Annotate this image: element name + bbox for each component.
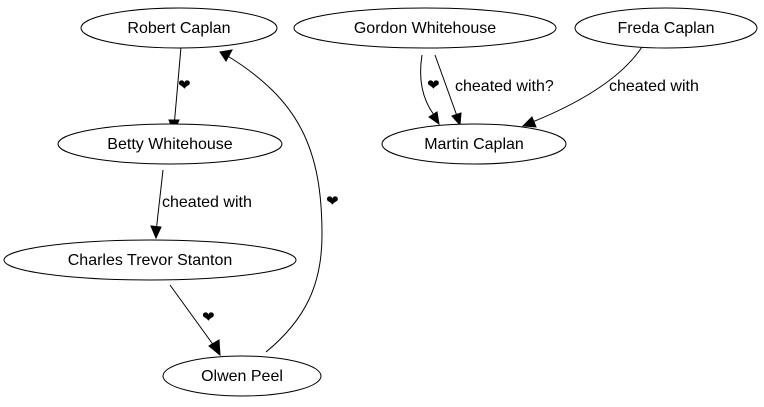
- edge-charles-to-olwen: [169, 284, 221, 357]
- edge-label-olwen-robert: ❤: [326, 192, 339, 210]
- node-label: Gordon Whitehouse: [354, 20, 496, 37]
- edge-label-freda-martin: cheated with: [609, 78, 699, 95]
- edge-label-betty-charles: cheated with: [162, 194, 252, 211]
- edge-olwen-to-robert: [219, 49, 323, 353]
- node-label: Charles Trevor Stanton: [68, 252, 233, 269]
- node-gordon-whitehouse: Gordon Whitehouse: [293, 7, 557, 49]
- edge-label-gordon-martin-cheated: cheated with?: [455, 78, 554, 95]
- edge-betty-to-charles: [150, 169, 164, 240]
- node-freda-caplan: Freda Caplan: [574, 7, 758, 49]
- node-label: Olwen Peel: [201, 368, 283, 385]
- node-label: Martin Caplan: [424, 136, 524, 153]
- edge-label-charles-olwen: ❤: [202, 308, 215, 326]
- node-label: Betty Whitehouse: [107, 136, 233, 153]
- node-label: Robert Caplan: [127, 20, 230, 37]
- node-robert-caplan: Robert Caplan: [80, 7, 278, 49]
- node-olwen-peel: Olwen Peel: [162, 355, 322, 397]
- edge-gordon-to-martin-heart: [420, 54, 440, 126]
- edge-freda-to-martin: [521, 46, 643, 128]
- node-martin-caplan: Martin Caplan: [381, 123, 567, 165]
- edge-label-gordon-martin-heart: ❤: [427, 76, 440, 94]
- edge-label-robert-betty: ❤: [178, 76, 191, 94]
- node-charles-trevor-stanton: Charles Trevor Stanton: [3, 239, 297, 281]
- node-betty-whitehouse: Betty Whitehouse: [57, 123, 283, 165]
- edge-gordon-to-martin-cheated: [434, 54, 462, 127]
- node-label: Freda Caplan: [618, 20, 715, 37]
